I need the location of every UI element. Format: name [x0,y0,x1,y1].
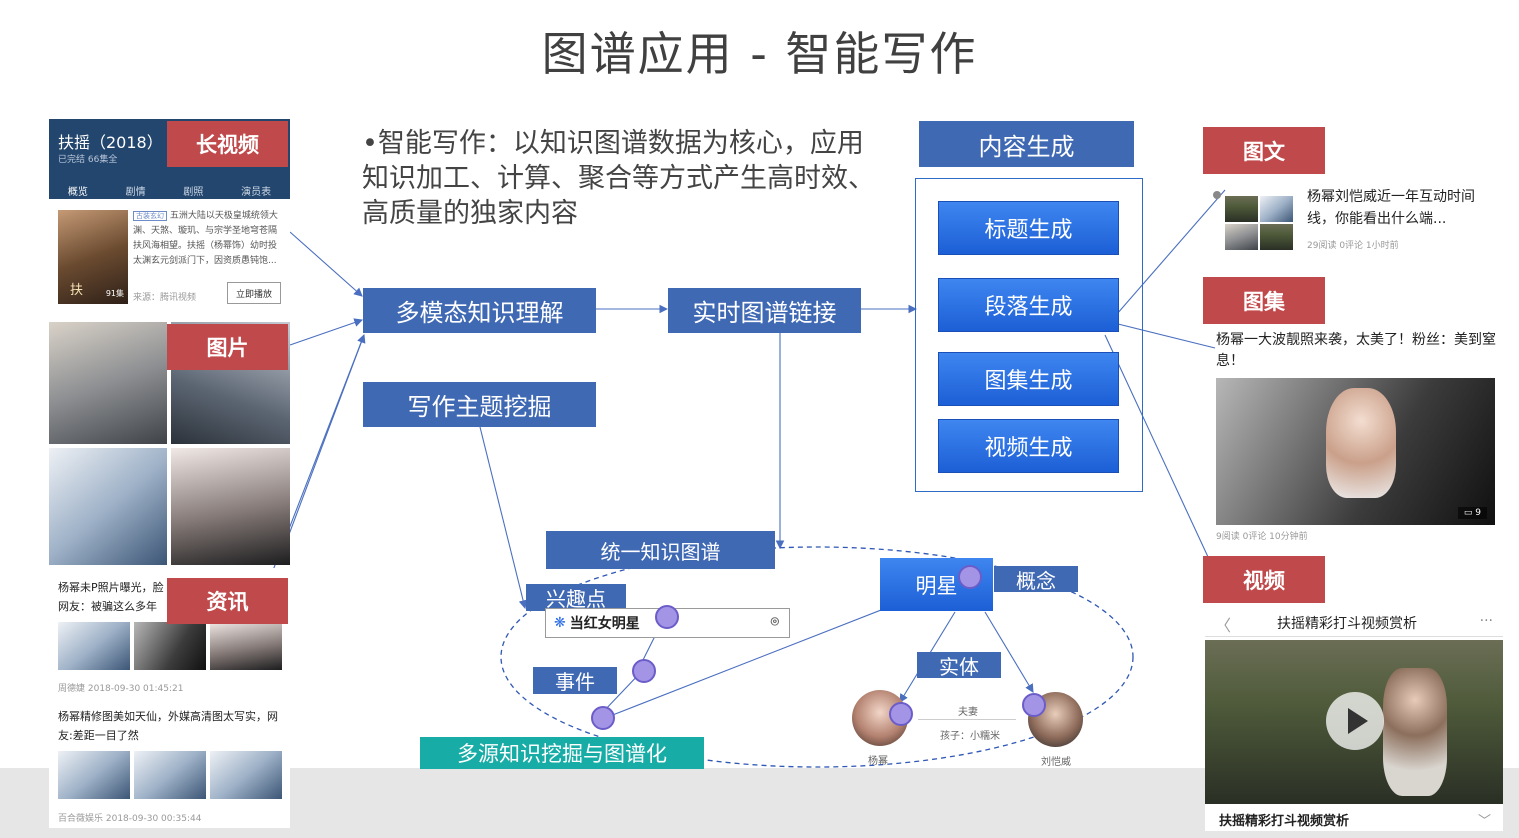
play-now-button[interactable]: 立即播放 [227,282,281,304]
unified-knowledge-graph-label: 统一知识图谱 [546,531,775,569]
video-subject [1383,668,1447,796]
episode-count: 91集 [105,289,124,298]
gallery-icon: ▭ [1463,508,1476,518]
topic-mining-box: 写作主题挖掘 [363,382,596,427]
gallery-generation-box: 图集生成 [938,352,1119,406]
relation-spouse: 夫妻 [958,707,978,718]
image-thumb-3[interactable] [49,448,167,565]
article-meta: 29阅读 0评论 1小时前 [1307,241,1399,251]
chevron-down-icon[interactable]: ﹀ [1477,814,1491,829]
person-1-name: 杨幂 [868,756,888,767]
relation-child: 孩子：小糯米 [940,731,1000,742]
camera-icon[interactable]: ⌾ [770,614,779,630]
graph-node-star [958,565,982,589]
video-generation-box: 视频生成 [938,419,1119,473]
author-avatar [1213,191,1221,199]
news-2-thumb-3 [210,751,282,799]
graph-node-source [591,706,615,730]
news-1-thumb-3 [210,622,282,670]
show-tabs: 概览 剧情 剧照 演员表 [49,179,290,204]
video-bottom-bar: 扶摇精彩打斗视频赏析 ﹀ [1205,806,1503,831]
gallery-count: 9 [1475,508,1481,518]
article-card[interactable]: 杨幂刘恺威近一年互动时间线，你能看出什么端... 29阅读 0评论 1小时前 [1213,186,1498,256]
relation-divider [918,719,1016,720]
news-item-2-title[interactable]: 杨幂精修图美如天仙，外媒高清图太写实，网友:差距一目了然 [58,710,278,742]
show-source: 来源：腾讯视频 [133,293,197,303]
video-tag: 视频 [1203,556,1325,603]
graph-node-event [632,659,656,683]
graph-node-person-2 [1022,693,1046,717]
news-item-1-title[interactable]: 杨幂未P照片曝光，脸 网友：被骗这么多年 [58,581,164,613]
entity-label: 实体 [917,652,1001,679]
gallery-meta: 9阅读 0评论 10分钟前 [1216,532,1308,542]
tab-cast[interactable]: 演员表 [241,187,272,198]
play-icon[interactable] [1326,692,1384,750]
images-tag: 图片 [167,324,288,370]
image-thumb-4[interactable] [171,448,290,565]
graph-node-person-1 [889,702,913,726]
gallery-subject [1326,388,1396,498]
tab-overview[interactable]: 概览 [67,179,88,204]
article-thumb-1 [1225,196,1258,222]
video-top-title: 扶摇精彩打斗视频赏析 [1277,616,1417,632]
multi-source-mining-label: 多源知识挖掘与图谱化 [420,737,704,769]
show-desc-text: 五洲大陆以天极皇城统领大渊、天煞、璇玑、与宗学圣地穹苍隔扶风海相望。扶摇（杨幂饰… [133,211,278,266]
article-title[interactable]: 杨幂刘恺威近一年互动时间线，你能看出什么端... [1307,189,1475,227]
article-thumb-4 [1260,224,1293,250]
graph-node-interest [655,605,679,629]
back-icon[interactable]: 〈 [1215,616,1232,635]
interest-point-label: 兴趣点 [526,584,626,611]
show-status: 已完结 66集全 [58,155,118,165]
gallery-title[interactable]: 杨幂一大波靓照来袭，太美了！粉丝：美到窒息！ [1216,332,1496,369]
long-video-tag: 长视频 [167,121,288,167]
intro-bullet: •智能写作：以知识图谱数据为核心，应用知识加工、计算、聚合等方式产生高时效、高质… [362,128,875,229]
article-tag: 图文 [1203,127,1325,174]
show-description: 古装玄幻 五洲大陆以天极皇城统领大渊、天煞、璇玑、与宗学圣地穹苍隔扶风海相望。扶… [133,209,285,273]
paw-icon: ❋ [554,615,566,631]
event-label: 事件 [533,667,617,694]
article-thumb-2 [1260,196,1293,222]
search-text: 当红女明星 [569,616,640,632]
realtime-link-box: 实时图谱链接 [668,288,861,333]
person-2-name: 刘恺威 [1041,757,1071,768]
tab-plot[interactable]: 剧情 [125,187,146,198]
content-generation-group [915,178,1143,492]
image-thumb-1[interactable] [49,322,167,444]
gallery-cover-image[interactable]: ▭ 9 [1216,378,1495,525]
title-generation-box: 标题生成 [938,201,1119,255]
more-icon[interactable]: ··· [1479,613,1493,629]
genre-badge: 古装玄幻 [133,211,167,221]
news-2-thumb-1 [58,751,130,799]
news-1-thumb-2 [134,622,206,670]
gallery-tag: 图集 [1203,277,1325,324]
concept-label: 概念 [994,566,1078,593]
news-1-thumb-1 [58,622,130,670]
show-title: 扶摇（2018） [58,133,163,152]
show-cover-image[interactable]: 扶 91集 [58,210,128,304]
news-item-2-meta: 百合薇娱乐 2018-09-30 00:35:44 [58,814,202,824]
gallery-count-badge: ▭ 9 [1457,507,1487,519]
news-tag: 资讯 [167,578,288,624]
paragraph-generation-box: 段落生成 [938,278,1119,332]
page-title: 图谱应用 - 智能写作 [541,27,978,81]
video-card[interactable]: 〈 扶摇精彩打斗视频赏析 ··· 扶摇精彩打斗视频赏析 ﹀ [1205,607,1503,831]
multimodal-understanding-box: 多模态知识理解 [363,288,596,333]
news-item-1-meta: 周德婕 2018-09-30 01:45:21 [58,684,184,694]
video-top-bar: 〈 扶摇精彩打斗视频赏析 ··· [1205,607,1503,637]
news-2-thumb-2 [134,751,206,799]
content-generation-header: 内容生成 [919,121,1134,167]
cover-text: 扶 [70,283,84,298]
video-bottom-title: 扶摇精彩打斗视频赏析 [1219,814,1350,829]
video-player[interactable] [1205,640,1503,804]
tab-stills[interactable]: 剧照 [183,187,204,198]
article-thumb-3 [1225,224,1258,250]
